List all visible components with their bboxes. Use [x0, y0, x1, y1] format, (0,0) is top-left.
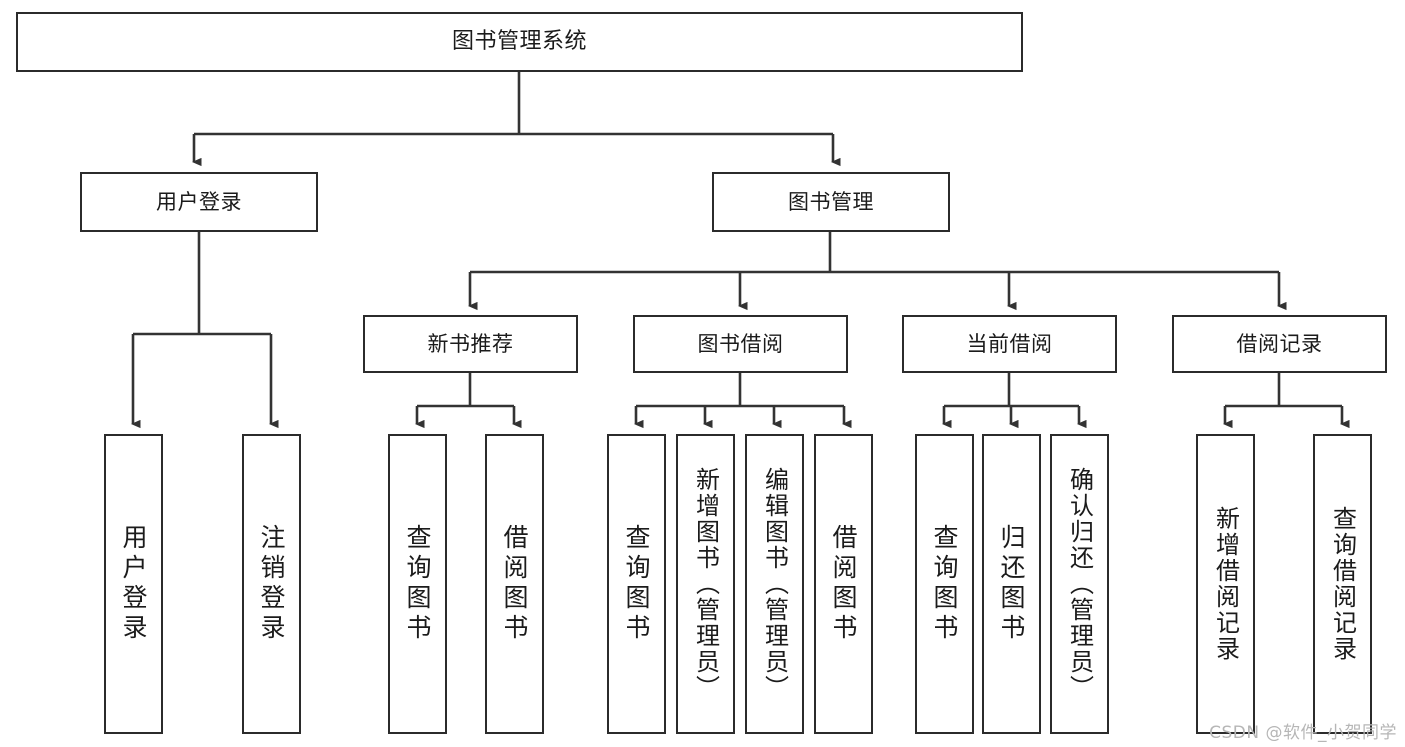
node-label: 查询借阅记录 — [1328, 506, 1357, 662]
leaf-add-book-admin[interactable]: 新增图书（管理员） — [676, 434, 735, 734]
leaf-user-login[interactable]: 用户登录 — [104, 434, 163, 734]
node-label: 新书推荐 — [427, 331, 514, 356]
leaf-query-book-current[interactable]: 查询图书 — [915, 434, 974, 734]
csdn-watermark: CSDN @软件_小贺同学 — [1209, 723, 1397, 743]
leaf-borrow-book-borrow[interactable]: 借阅图书 — [814, 434, 873, 734]
node-user-login[interactable]: 用户登录 — [80, 172, 318, 232]
node-root-book-management-system[interactable]: 图书管理系统 — [16, 12, 1023, 72]
node-current-borrow[interactable]: 当前借阅 — [902, 315, 1117, 373]
node-label: 用户登录 — [119, 524, 148, 644]
leaf-confirm-return-admin[interactable]: 确认归还（管理员） — [1050, 434, 1109, 734]
node-label: 借阅图书 — [829, 524, 858, 644]
node-label: 新增借阅记录 — [1211, 506, 1240, 662]
node-label: 图书管理 — [788, 189, 874, 214]
leaf-add-borrow-record[interactable]: 新增借阅记录 — [1196, 434, 1255, 734]
node-label: 用户登录 — [156, 189, 242, 214]
leaf-query-book-borrow[interactable]: 查询图书 — [607, 434, 666, 734]
leaf-edit-book-admin[interactable]: 编辑图书（管理员） — [745, 434, 804, 734]
node-label: 查询图书 — [403, 524, 432, 644]
node-label: 当前借阅 — [966, 331, 1053, 356]
leaf-logout-login[interactable]: 注销登录 — [242, 434, 301, 734]
node-book-management[interactable]: 图书管理 — [712, 172, 950, 232]
node-label: 确认归还（管理员） — [1065, 467, 1094, 701]
leaf-borrow-book-recommend[interactable]: 借阅图书 — [485, 434, 544, 734]
node-new-book-recommend[interactable]: 新书推荐 — [363, 315, 578, 373]
node-label: 编辑图书（管理员） — [760, 467, 789, 701]
node-label: 查询图书 — [930, 524, 959, 644]
node-label: 借阅图书 — [500, 524, 529, 644]
node-label: 注销登录 — [257, 524, 286, 644]
leaf-query-borrow-record[interactable]: 查询借阅记录 — [1313, 434, 1372, 734]
leaf-query-book-recommend[interactable]: 查询图书 — [388, 434, 447, 734]
node-label: 图书借阅 — [697, 331, 784, 356]
leaf-return-book[interactable]: 归还图书 — [982, 434, 1041, 734]
node-book-borrow[interactable]: 图书借阅 — [633, 315, 848, 373]
node-label: 借阅记录 — [1236, 331, 1323, 356]
node-label: 新增图书（管理员） — [691, 467, 720, 701]
node-label: 归还图书 — [997, 524, 1026, 644]
node-borrow-record[interactable]: 借阅记录 — [1172, 315, 1387, 373]
node-label: 查询图书 — [622, 524, 651, 644]
node-label: 图书管理系统 — [451, 29, 587, 55]
